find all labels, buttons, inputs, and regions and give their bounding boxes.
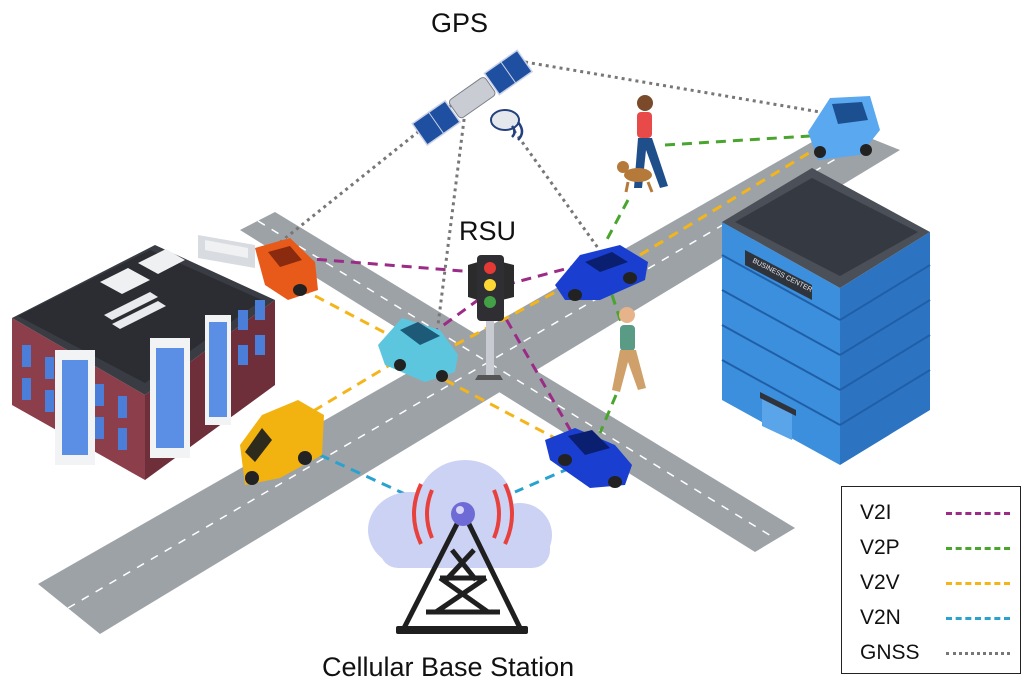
van-icon bbox=[240, 400, 324, 485]
road-cross bbox=[240, 212, 795, 552]
legend: V2I V2P V2V V2N GNSS bbox=[841, 486, 1021, 674]
legend-label: GNSS bbox=[860, 641, 920, 664]
legend-item-v2n: V2N bbox=[842, 604, 1020, 634]
v2n-links bbox=[319, 453, 571, 502]
apartment-building-icon bbox=[12, 235, 275, 480]
dog-icon bbox=[617, 161, 654, 193]
v2i-links bbox=[299, 256, 581, 434]
base-station-label: Cellular Base Station bbox=[322, 652, 575, 682]
legend-line-gnss bbox=[946, 652, 1010, 655]
legend-item-v2v: V2V bbox=[842, 569, 1020, 599]
car-icon bbox=[255, 238, 318, 300]
legend-label: V2V bbox=[860, 571, 900, 594]
traffic-light-icon bbox=[468, 255, 514, 380]
legend-item-gnss: GNSS bbox=[842, 639, 1020, 669]
satellite-icon bbox=[411, 49, 534, 147]
car-icon bbox=[555, 245, 648, 301]
legend-label: V2N bbox=[860, 606, 901, 629]
legend-line-v2p bbox=[946, 547, 1010, 550]
car-icon bbox=[545, 428, 632, 488]
rsu-label: RSU bbox=[459, 216, 517, 246]
legend-label: V2I bbox=[860, 501, 892, 524]
legend-line-v2i bbox=[946, 512, 1010, 515]
pedestrian-icon bbox=[612, 307, 646, 392]
v2p-links bbox=[598, 134, 811, 434]
legend-item-v2i: V2I bbox=[842, 499, 1020, 529]
legend-item-v2p: V2P bbox=[842, 534, 1020, 564]
gnss-links bbox=[277, 60, 821, 326]
legend-label: V2P bbox=[860, 536, 900, 559]
gps-label: GPS bbox=[431, 8, 489, 38]
office-building-icon: BUSINESS CENTER bbox=[721, 168, 931, 465]
legend-line-v2v bbox=[946, 582, 1010, 585]
legend-line-v2n bbox=[946, 617, 1010, 620]
car-icon bbox=[378, 318, 458, 382]
car-icon bbox=[808, 96, 880, 160]
cell-tower-icon bbox=[368, 460, 552, 634]
road-main bbox=[38, 126, 900, 634]
